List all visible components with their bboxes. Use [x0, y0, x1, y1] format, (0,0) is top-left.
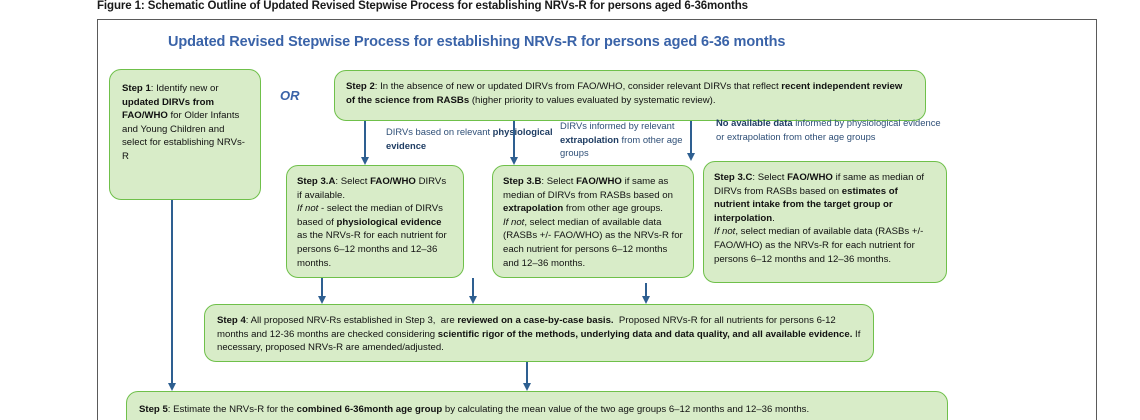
arrow-step2-to-step3c-icon [686, 121, 695, 161]
branch-label-physiological-evidence: DIRVs based on relevant physiological ev… [386, 126, 553, 151]
arrow-step3c-to-step4-icon [641, 283, 650, 304]
arrow-step3a-to-step4-icon [317, 278, 326, 304]
arrow-step2-to-step3b-icon [509, 121, 518, 165]
step-1-node[interactable]: Step 1: Identify new or updated DIRVs fr… [109, 69, 261, 200]
step-3b-node[interactable]: Step 3.B: Select FAO/WHO if same as medi… [492, 165, 694, 278]
step-4-node[interactable]: Step 4: All proposed NRV-Rs established … [204, 304, 874, 362]
step-2-node[interactable]: Step 2: In the absence of new or updated… [334, 70, 926, 121]
step-3c-node[interactable]: Step 3.C: Select FAO/WHO if same as medi… [703, 161, 947, 283]
or-label: OR [280, 88, 300, 103]
arrow-step2-to-step3a-icon [360, 121, 369, 165]
arrow-step1-to-step5-icon [167, 200, 176, 391]
branch-label-no-available-data: No available data informed by physiologi… [716, 117, 941, 142]
arrow-step4-to-step5-icon [522, 362, 531, 391]
figure-caption: Figure 1: Schematic Outline of Updated R… [97, 0, 748, 12]
arrow-step3b-to-step4-icon [468, 278, 477, 304]
diagram-title: Updated Revised Stepwise Process for est… [168, 34, 786, 50]
step-5-node[interactable]: Step 5: Estimate the NRVs-R for the comb… [126, 391, 948, 420]
branch-label-extrapolation: DIRVs informed by relevant extrapolation… [560, 120, 683, 159]
figure-frame: Updated Revised Stepwise Process for est… [97, 19, 1097, 420]
step-3a-node[interactable]: Step 3.A: Select FAO/WHO DIRVs if availa… [286, 165, 464, 278]
